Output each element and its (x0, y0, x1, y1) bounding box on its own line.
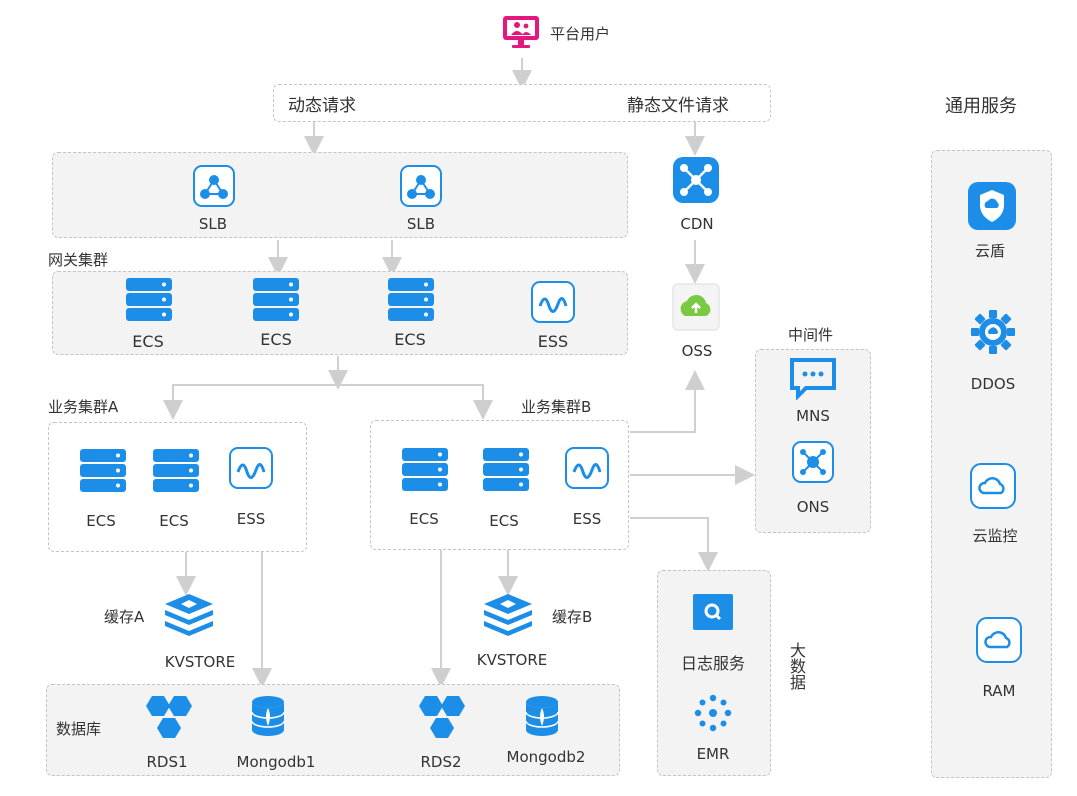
a-ecs-label-1: ECS (86, 512, 116, 530)
mongodb1-icon (248, 694, 288, 742)
mongodb2-label: Mongodb2 (506, 748, 586, 766)
cluster-b-label: 业务集群B (521, 398, 592, 416)
mongodb2-icon (522, 694, 562, 742)
cache-b-label: 缓存B (552, 608, 593, 626)
gw-ecs-label-1: ECS (132, 332, 164, 351)
mns-icon (788, 356, 838, 404)
a-ecs-icon-1 (78, 447, 128, 499)
gw-ess-icon (530, 280, 576, 328)
cache-a-label: 缓存A (104, 608, 145, 626)
database-box (46, 684, 620, 776)
kvstore-b-icon (480, 592, 536, 642)
kvstore-b-label: KVSTORE (476, 651, 548, 669)
cloud-monitor-label: 云监控 (972, 527, 1018, 545)
log-service-label: 日志服务 (680, 654, 746, 673)
oss-icon (671, 282, 721, 336)
ons-label: ONS (796, 498, 830, 516)
gw-ecs-icon-2 (251, 276, 301, 328)
a-ecs-label-2: ECS (159, 512, 189, 530)
request-box (273, 84, 771, 122)
a-ess-icon (228, 446, 274, 494)
a-ess-label: ESS (236, 510, 266, 528)
gw-ess-label: ESS (537, 332, 569, 351)
kvstore-a-label: KVSTORE (164, 653, 236, 671)
rds1-icon (140, 694, 198, 746)
kvstore-a-icon (161, 592, 217, 642)
ddos-gear-icon (969, 308, 1017, 360)
emr-icon (693, 693, 733, 737)
ram-icon (975, 616, 1023, 668)
cluster-a-label: 业务集群A (48, 398, 119, 416)
yundun-shield-icon (966, 180, 1018, 236)
ddos-label: DDOS (970, 375, 1016, 393)
gateway-cluster-label: 网关集群 (48, 251, 109, 269)
static-request-label: 静态文件请求 (627, 96, 729, 116)
middleware-title: 中间件 (788, 326, 834, 344)
gw-ecs-label-2: ECS (260, 330, 292, 349)
oss-label: OSS (681, 342, 713, 360)
yundun-label: 云盾 (974, 242, 1006, 260)
rds1-label: RDS1 (146, 753, 188, 771)
cloud-monitor-icon (969, 462, 1017, 514)
mongodb1-label: Mongodb1 (236, 753, 316, 771)
gw-ecs-icon-3 (386, 276, 436, 328)
cdn-label: CDN (680, 215, 714, 233)
ons-icon (791, 440, 835, 488)
slb-label-1: SLB (198, 215, 228, 233)
rds2-label: RDS2 (420, 753, 462, 771)
gw-ecs-icon-1 (124, 276, 174, 328)
slb-label-2: SLB (406, 215, 436, 233)
slb-icon-1 (192, 164, 236, 212)
b-ecs-label-2: ECS (489, 512, 519, 530)
b-ecs-icon-1 (400, 446, 450, 498)
database-label: 数据库 (56, 720, 102, 738)
b-ecs-icon-2 (481, 446, 531, 498)
user-monitor-icon (501, 14, 541, 54)
cdn-icon (671, 155, 721, 209)
emr-label: EMR (696, 745, 730, 763)
dynamic-request-label: 动态请求 (288, 96, 356, 116)
a-ecs-icon-2 (151, 447, 201, 499)
big-data-label: 大数据 (787, 642, 806, 690)
gw-ecs-label-3: ECS (394, 330, 426, 349)
b-ecs-label-1: ECS (409, 510, 439, 528)
slb-icon-2 (399, 164, 443, 212)
common-services-title: 通用服务 (945, 96, 1017, 117)
user-label: 平台用户 (550, 25, 611, 43)
b-ess-icon (564, 446, 610, 494)
ram-label: RAM (982, 682, 1016, 700)
rds2-icon (413, 694, 471, 746)
b-ess-label: ESS (572, 510, 602, 528)
slb-box (52, 152, 628, 238)
log-service-icon (691, 592, 735, 636)
mns-label: MNS (796, 407, 830, 425)
